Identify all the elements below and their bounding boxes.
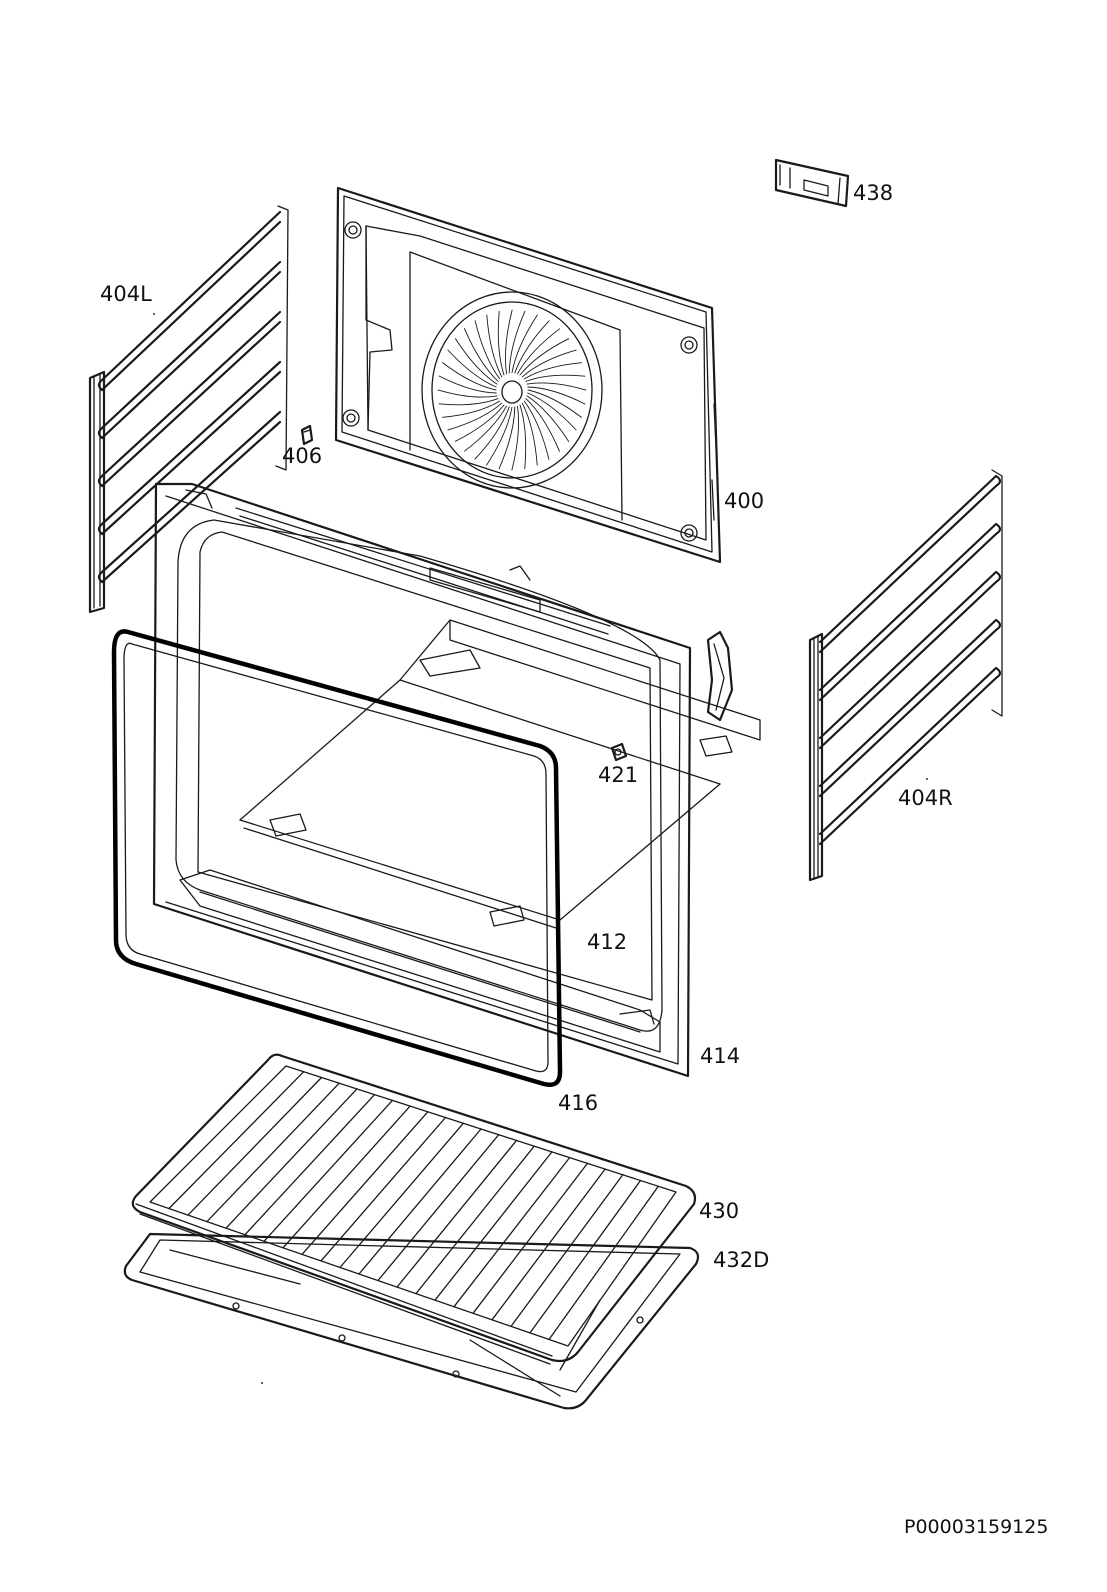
label-416: 416	[558, 1091, 599, 1115]
part-416-gasket	[111, 629, 563, 1087]
part-414-cavity-frame	[152, 482, 761, 1078]
label-400: 400	[724, 489, 765, 513]
part-432D-tray	[123, 1232, 700, 1410]
document-id: P00003159125	[904, 1516, 1049, 1538]
label-404R: 404R	[898, 786, 953, 810]
label-404L: 404L	[100, 282, 152, 306]
leader-dot	[926, 778, 928, 780]
label-406: 406	[282, 444, 323, 468]
label-438: 438	[853, 181, 894, 205]
label-412: 412	[587, 930, 628, 954]
label-421: 421	[598, 763, 639, 787]
part-404R-right-rail	[808, 469, 1003, 882]
label-414: 414	[700, 1044, 741, 1068]
leader-dot	[261, 1382, 263, 1384]
label-432D: 432D	[713, 1248, 770, 1272]
part-421-fitting	[610, 742, 628, 762]
part-406-screw	[300, 424, 314, 446]
part-400-fan-cover	[334, 186, 722, 564]
label-430: 430	[699, 1199, 740, 1223]
part-404L-left-rail	[88, 205, 289, 614]
part-438-bracket	[774, 158, 850, 208]
leader-dot	[153, 313, 155, 315]
part-430-wire-shelf	[131, 1053, 697, 1365]
